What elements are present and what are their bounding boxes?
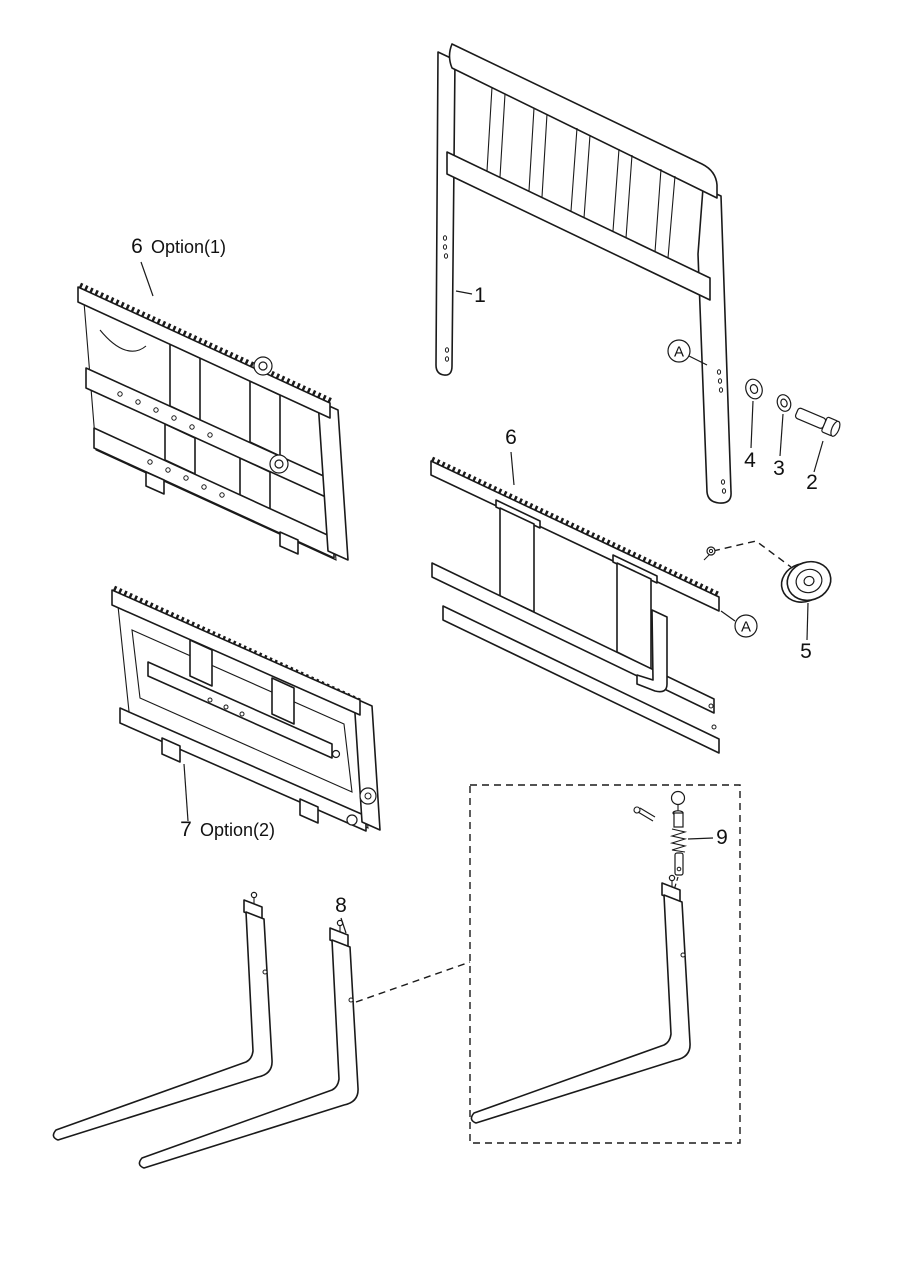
label-part-6-option1-text: Option(1) xyxy=(151,237,226,257)
label-part-3: 3 xyxy=(773,457,785,480)
fork-detail xyxy=(470,874,691,1124)
part-5-roller: 5 xyxy=(712,540,832,663)
part-9-latch-pin xyxy=(633,790,688,891)
notched-edge xyxy=(78,282,334,404)
label-part-6-option1-number: 6 xyxy=(131,235,143,258)
label-part-1: 1 xyxy=(474,284,486,307)
part-8-forks: 8 xyxy=(52,891,471,1169)
label-ref-a-carriage: A xyxy=(741,619,751,636)
detail-box: 9 xyxy=(469,784,741,1144)
fork-left xyxy=(52,891,273,1141)
label-part-4: 4 xyxy=(744,449,756,472)
callout-part-1: 1 xyxy=(455,284,486,307)
cotter-pin-ring xyxy=(633,806,641,814)
backrest-bolt-holes xyxy=(442,235,727,494)
label-part-2: 2 xyxy=(806,471,818,494)
notched-edge xyxy=(430,456,722,598)
part-1-load-backrest xyxy=(435,43,732,504)
label-part-6: 6 xyxy=(505,426,517,449)
part-6-option1-carriage: 6 Option(1) xyxy=(77,235,349,561)
label-part-7-number: 7 xyxy=(180,818,192,841)
part-7-option2-carriage: 7 Option(2) xyxy=(111,585,381,841)
label-ref-a-backrest: A xyxy=(674,344,684,361)
part-2-bolt: 2 xyxy=(794,407,841,494)
label-part-7-text: Option(2) xyxy=(200,820,275,840)
part-6-carriage-bar: 6 xyxy=(430,426,722,754)
backrest-slats xyxy=(486,86,676,259)
label-part-8: 8 xyxy=(335,894,347,917)
ref-a-carriage: A xyxy=(720,610,758,638)
label-part-9: 9 xyxy=(716,826,728,849)
label-part-5: 5 xyxy=(800,640,812,663)
part-4-washer: 4 xyxy=(744,378,763,472)
carriage-holes xyxy=(117,391,225,498)
ref-a-backrest: A xyxy=(667,339,708,366)
part-3-lock-washer: 3 xyxy=(773,394,792,480)
